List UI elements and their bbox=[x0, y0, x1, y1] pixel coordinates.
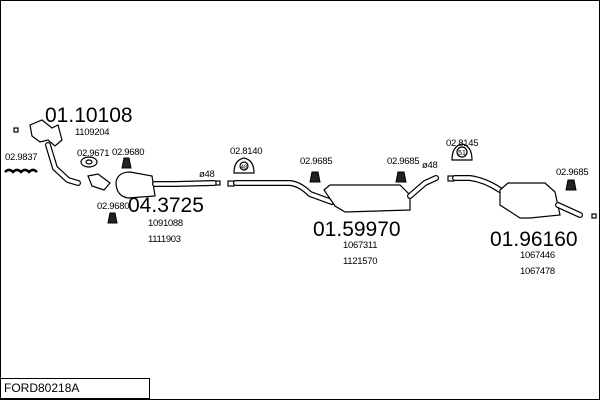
diameter-front-label: ø48 bbox=[199, 169, 214, 180]
rear-silencer-oem-1: 1067446 bbox=[520, 250, 555, 261]
rubber-mount-bottom[interactable] bbox=[107, 212, 118, 224]
catalyst-oem-2: 1111903 bbox=[148, 234, 181, 245]
gasket-9671[interactable] bbox=[80, 156, 98, 168]
middle-silencer-oem-1: 1067311 bbox=[343, 240, 377, 251]
catalyst-oem-1: 1091088 bbox=[148, 218, 183, 229]
gasket-9837-label: 02.9837 bbox=[5, 152, 37, 163]
rubber-mount-top[interactable] bbox=[121, 157, 132, 169]
rubber-9685-b-label: 02.9685 bbox=[387, 156, 419, 167]
rear-silencer-oem-2: 1067478 bbox=[520, 266, 555, 277]
hanger-8145-size: 51 bbox=[458, 150, 466, 157]
hanger-8140-label: 02.8140 bbox=[230, 146, 262, 157]
hanger-8140[interactable] bbox=[233, 157, 255, 174]
manifold-number: 01.10108 bbox=[45, 104, 133, 127]
hanger-8145[interactable] bbox=[451, 143, 473, 161]
manifold-oem: 1109204 bbox=[75, 127, 109, 138]
middle-silencer-number: 01.59970 bbox=[313, 218, 401, 241]
middle-silencer-oem-2: 1121570 bbox=[343, 256, 377, 267]
gasket-9671-label: 02.9671 bbox=[77, 148, 109, 159]
rubber-mount-9685-b[interactable] bbox=[395, 171, 407, 183]
intermediate-pipe[interactable] bbox=[227, 180, 335, 205]
gasket-ring[interactable] bbox=[4, 168, 38, 174]
hanger-8145-label: 02.8145 bbox=[446, 138, 478, 149]
catalyst-number: 04.3725 bbox=[128, 194, 204, 217]
manifold-part[interactable] bbox=[13, 119, 81, 186]
rubber-mount-9685-c[interactable] bbox=[565, 179, 577, 191]
catalyst-part[interactable] bbox=[87, 171, 221, 199]
rubber-9680-top-label: 02.9680 bbox=[112, 147, 144, 158]
hanger-8140-size: 48 bbox=[241, 165, 248, 171]
diameter-rear-label: ø48 bbox=[422, 160, 437, 171]
rear-pipe[interactable] bbox=[447, 175, 509, 195]
rubber-9680-bottom-label: 02.9680 bbox=[97, 201, 129, 212]
rear-silencer-number: 01.96160 bbox=[490, 228, 578, 251]
rubber-9685-c-label: 02.9685 bbox=[556, 167, 588, 178]
rubber-mount-9685-a[interactable] bbox=[309, 171, 321, 183]
rubber-9685-a-label: 02.9685 bbox=[300, 156, 332, 167]
rear-silencer-part[interactable] bbox=[499, 182, 597, 219]
reference-code: FORD80218A bbox=[0, 378, 150, 399]
middle-silencer-part[interactable] bbox=[323, 175, 439, 213]
